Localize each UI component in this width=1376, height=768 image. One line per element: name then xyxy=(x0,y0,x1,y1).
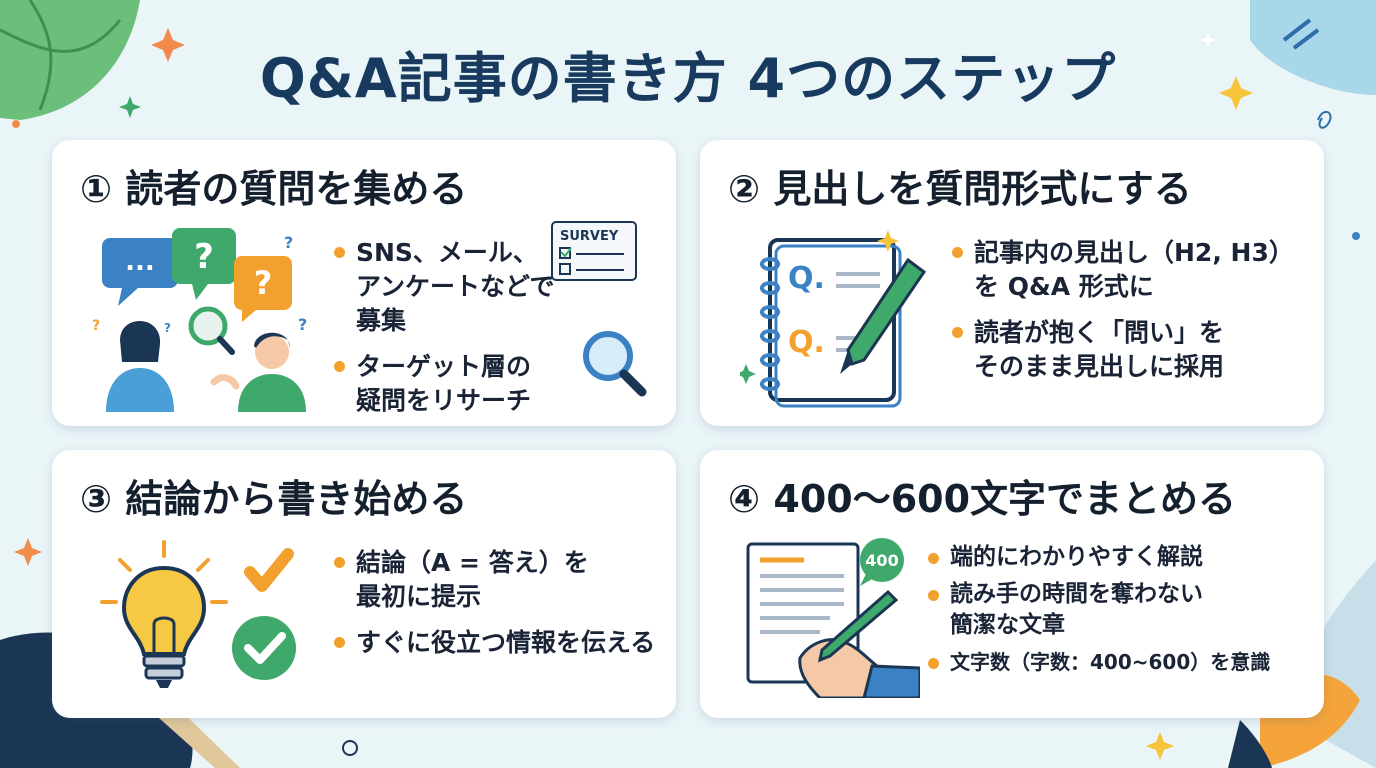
count-badge: 400 xyxy=(865,551,898,570)
card-bullets: 記事内の見出し（H2, H3） を Q&A 形式に 読者が抱く「問い」を そのま… xyxy=(952,236,1312,396)
bullet-item: 記事内の見出し（H2, H3） を Q&A 形式に xyxy=(952,236,1312,304)
notebook-q-label-2: Q. xyxy=(788,325,825,360)
bullet-item: SNS、メール、 アンケートなどで募集 xyxy=(334,236,564,338)
bubble-dots: ... xyxy=(125,247,155,277)
card-bullets: 端的にわかりやすく解説 読み手の時間を奪わない 簡潔な文章 文字数（字数：400… xyxy=(928,542,1318,684)
lightbulb-check-illustration xyxy=(100,540,296,688)
card-bullets: 結論（A = 答え）を 最初に提示 すぐに役立つ情報を伝える xyxy=(334,546,664,672)
card-title: ④ 400〜600文字でまとめる xyxy=(728,477,1237,521)
document-writing-illustration: 400 xyxy=(746,538,920,698)
bubble-question-green: ? xyxy=(194,237,214,277)
step-card-4: ④ 400〜600文字でまとめる 400 端的にわかりやすく解説 読み手の時間を… xyxy=(700,450,1324,718)
bullet-item: ターゲット層の 疑問をリサーチ xyxy=(334,350,564,418)
people-questions-illustration: ... ? ? ? ? ? ? xyxy=(92,228,307,412)
card-bullets: SNS、メール、 アンケートなどで募集 ターゲット層の 疑問をリサーチ xyxy=(334,236,564,430)
card-title: ③ 結論から書き始める xyxy=(80,477,468,521)
svg-text:?: ? xyxy=(298,315,307,334)
card-title: ② 見出しを質問形式にする xyxy=(728,167,1192,211)
step-card-2: ② 見出しを質問形式にする Q. Q. 記事内の見出し（H2, H3） を Q&… xyxy=(700,140,1324,426)
card-title: ① 読者の質問を集める xyxy=(80,167,468,211)
notebook-q-label-1: Q. xyxy=(788,261,825,296)
bullet-item: すぐに役立つ情報を伝える xyxy=(334,626,664,660)
blob-top-right xyxy=(1250,0,1376,95)
magnifier-icon xyxy=(583,331,647,397)
svg-text:?: ? xyxy=(164,321,171,335)
svg-text:?: ? xyxy=(92,318,100,334)
bubble-question-orange: ? xyxy=(254,264,273,302)
page-title: Q&A記事の書き方 4つのステップ xyxy=(259,47,1117,110)
step-card-1: ① 読者の質問を集める ... ? ? ? ? ? ? SNS、メール、 アンケ… xyxy=(52,140,676,426)
notebook-pen-illustration: Q. Q. xyxy=(740,230,927,408)
step-card-3: ③ 結論から書き始める 結論（A = 答え）を 最初に提示 すぐに役立つ情報を伝… xyxy=(52,450,676,718)
bullet-item: 結論（A = 答え）を 最初に提示 xyxy=(334,546,664,614)
bullet-item: 読者が抱く「問い」を そのまま見出しに採用 xyxy=(952,316,1312,384)
bullet-item: 文字数（字数：400~600）を意識 xyxy=(928,647,1318,678)
survey-clipboard-icon: SURVEY xyxy=(551,221,637,281)
survey-label: SURVEY xyxy=(560,229,619,244)
svg-text:?: ? xyxy=(284,233,293,252)
bullet-item: 読み手の時間を奪わない 簡潔な文章 xyxy=(928,579,1318,641)
bullet-item: 端的にわかりやすく解説 xyxy=(928,542,1318,573)
leaf-decoration-top-left xyxy=(0,0,140,120)
